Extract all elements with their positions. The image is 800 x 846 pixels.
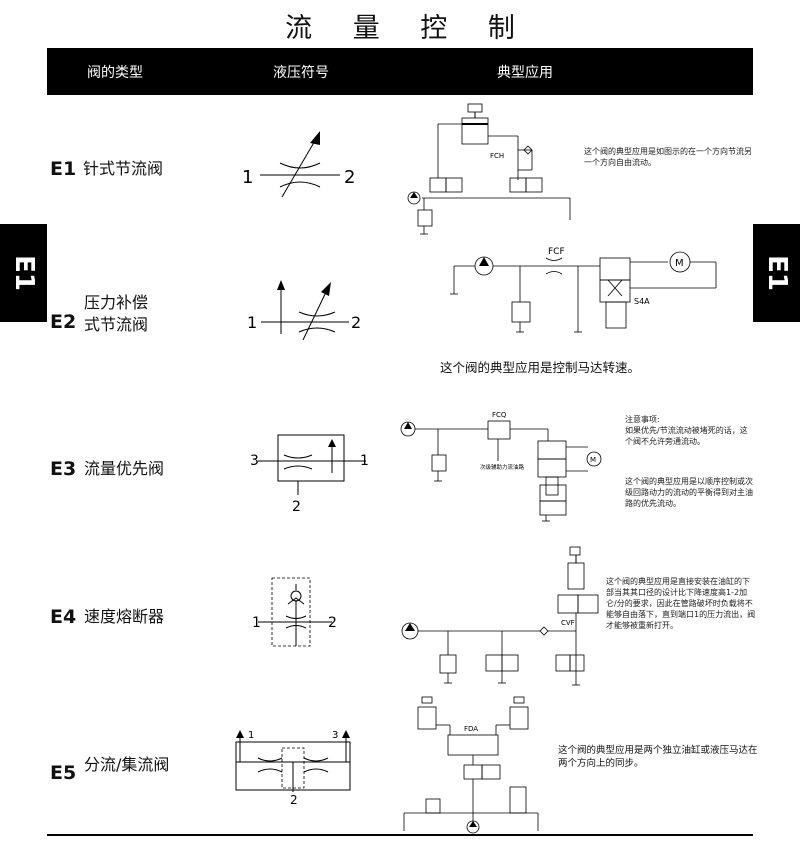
row-name-e3: 流量优先阀 [84,459,165,478]
e2-application-circuit: FCF S4A M [450,247,717,333]
side-tab-left: E1 [0,224,47,322]
e2-note: 这个阀的典型应用是控制马达转速。 [440,360,641,375]
row-code-e5: E5 [50,762,77,784]
port-2-label: 2 [344,167,355,188]
port-1-label: 1 [360,453,369,469]
header-col-symbol: 液压符号 [273,65,329,81]
fcq-label: FCQ [492,411,507,419]
table-header: 阀的类型 液压符号 典型应用 [47,48,753,95]
row-code-e4: E4 [50,606,77,628]
port-3-label: 3 [332,730,338,741]
motor-label: M [675,258,684,269]
row-name-e4: 速度熔断器 [84,607,165,626]
e3-note-title: 注意事项: [625,415,660,424]
e5-note: 这个阀的典型应用是两个独立油缸或液压马达在两个方向上的同步。 [558,745,758,769]
port-1-label: 1 [247,313,257,332]
side-tab-right: E1 [753,224,800,322]
row-name-e2-line2: 式节流阀 [84,315,149,334]
header-col-application: 典型应用 [497,65,553,81]
port-1-label: 1 [242,167,253,188]
priority-flow-valve-symbol: 3 1 2 [250,434,369,515]
flow-divider-symbol: 1 3 2 [235,730,351,807]
velocity-fuse-symbol: 1 2 [252,577,337,647]
e3-application-circuit: FCQ 次级辅助力流油路 M [400,411,602,522]
row-code-e3: E3 [50,458,77,480]
s4a-label: S4A [634,297,650,306]
row-name-e5: 分流/集流阀 [84,755,170,774]
port-2-label: 2 [351,313,361,332]
aux-label: 次级辅助力流油路 [480,463,525,471]
e3-note: 这个阀的典型应用是以顺序控制或次级回路动力的流动的平衡得到对主油路的优先流动。 [625,477,753,508]
e4-application-circuit: CVF [401,546,599,686]
cvf-label: CVF [561,619,575,627]
port-1-label: 1 [248,730,254,741]
motor-label: M [590,456,596,464]
e1-application-circuit: FCH [407,103,571,235]
row-name-e1: 针式节流阀 [83,159,164,178]
port-2-label: 2 [292,499,301,515]
e5-application-circuit: FDA [403,696,539,834]
port-2-label: 2 [328,615,337,631]
fcf-label: FCF [548,247,565,257]
fda-label: FDA [464,725,478,733]
fch-label: FCH [490,152,504,160]
e4-note: 这个阀的典型应用是直接安装在油缸的下部当其其口径的设计比下降速度高1-2加仑/分… [606,577,756,630]
port-3-label: 3 [250,453,259,469]
e3-note-body: 如果优先/节流流动被堵死的话，这个阀不允许旁通流动。 [625,426,748,446]
needle-valve-symbol: 1 2 [242,131,355,198]
row-name-e2-line1: 压力补偿 [84,293,149,312]
bottom-rule [47,834,753,836]
pressure-compensated-valve-symbol: 1 2 [247,280,361,341]
row-code-e1: E1 [50,158,77,180]
port-1-label: 1 [252,615,261,631]
page-title: 流 量 控 制 [285,13,531,44]
row-code-e2: E2 [50,311,77,333]
port-2-label: 2 [290,793,298,807]
header-col-type: 阀的类型 [87,65,143,81]
e1-note: 这个阀的典型应用是如图示的在一个方向节流另一个方向自由流动。 [584,147,752,167]
